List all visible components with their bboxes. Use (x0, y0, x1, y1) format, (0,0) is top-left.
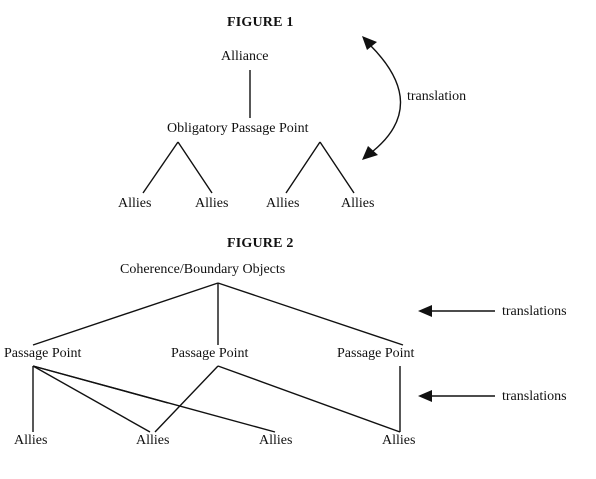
fig2-ally-2: Allies (136, 433, 170, 448)
fig1-link-opp-ally-1 (142, 141, 179, 194)
fig1-link-opp-ally-3 (285, 141, 321, 194)
fig2-link-pp2-ally-4 (217, 365, 401, 433)
fig2-ally-4: Allies (382, 433, 416, 448)
fig1-link-opp-ally-2 (177, 141, 213, 194)
fig2-translation-arrowhead-bottom (418, 390, 432, 402)
fig1-translation-curve (369, 44, 402, 153)
fig2-arrow-label-bottom: translations (502, 389, 567, 404)
fig1-ally-4: Allies (341, 196, 375, 211)
fig2-link-pp1-ally-2 (32, 365, 151, 433)
fig1-ally-2: Allies (195, 196, 229, 211)
fig2-passage-point-2: Passage Point (171, 346, 249, 361)
fig1-arrow-label: translation (407, 89, 467, 104)
fig2-link-top-pp-3 (217, 282, 404, 346)
fig1-arrowhead-top (362, 36, 377, 50)
fig1-ally-1: Allies (118, 196, 152, 211)
fig2-link-pp1-cross (32, 365, 169, 404)
figure-2-title: FIGURE 2 (227, 236, 294, 251)
fig2-ally-3: Allies (259, 433, 293, 448)
fig2-arrow-label-top: translations (502, 304, 567, 319)
fig2-top-node: Coherence/Boundary Objects (120, 262, 286, 277)
fig2-translation-arrowhead-top (418, 305, 432, 317)
fig1-top-node: Alliance (221, 49, 269, 64)
fig1-ally-3: Allies (266, 196, 300, 211)
fig2-passage-point-3: Passage Point (337, 346, 415, 361)
fig2-link-top-pp-1 (32, 282, 219, 346)
figure-1-title: FIGURE 1 (227, 15, 294, 30)
fig2-ally-1: Allies (14, 433, 48, 448)
fig1-middle-node: Obligatory Passage Point (167, 121, 309, 136)
fig2-passage-point-1: Passage Point (4, 346, 82, 361)
fig1-arrowhead-bottom (362, 146, 378, 160)
fig1-link-opp-ally-4 (319, 141, 355, 194)
fig2-link-pp2-ally-2 (154, 365, 219, 433)
